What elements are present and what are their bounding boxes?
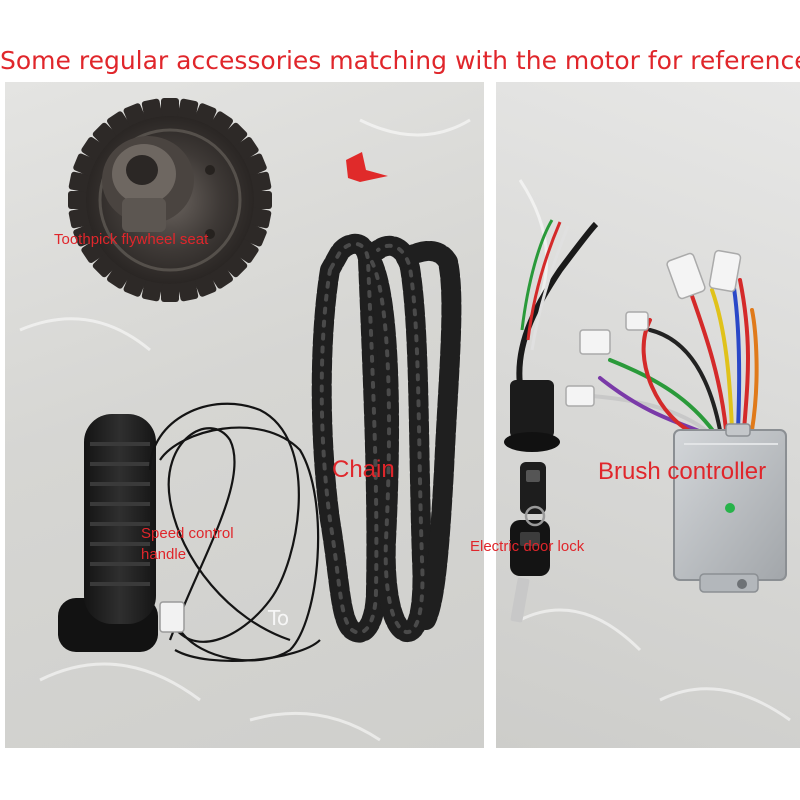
- label-speed-control-handle: Speed control handle: [141, 525, 234, 563]
- speed-control-handle: To: [58, 402, 321, 663]
- red-tag-mark: [346, 152, 388, 182]
- svg-text:To: To: [267, 606, 289, 630]
- background-creases: [19, 118, 791, 742]
- label-electric-door-lock: Electric door lock: [470, 538, 585, 555]
- label-flywheel-seat: Toothpick flywheel seat: [54, 231, 209, 248]
- brush-controller: [520, 219, 787, 593]
- sprocket-flywheel: [68, 98, 272, 302]
- panel-divider: [484, 82, 496, 748]
- electric-door-lock: [504, 221, 599, 623]
- roller-chain: [311, 233, 462, 643]
- label-chain: Chain: [332, 456, 395, 483]
- label-brush-controller: Brush controller: [598, 458, 767, 485]
- caption-title: Some regular accessories matching with t…: [0, 46, 800, 75]
